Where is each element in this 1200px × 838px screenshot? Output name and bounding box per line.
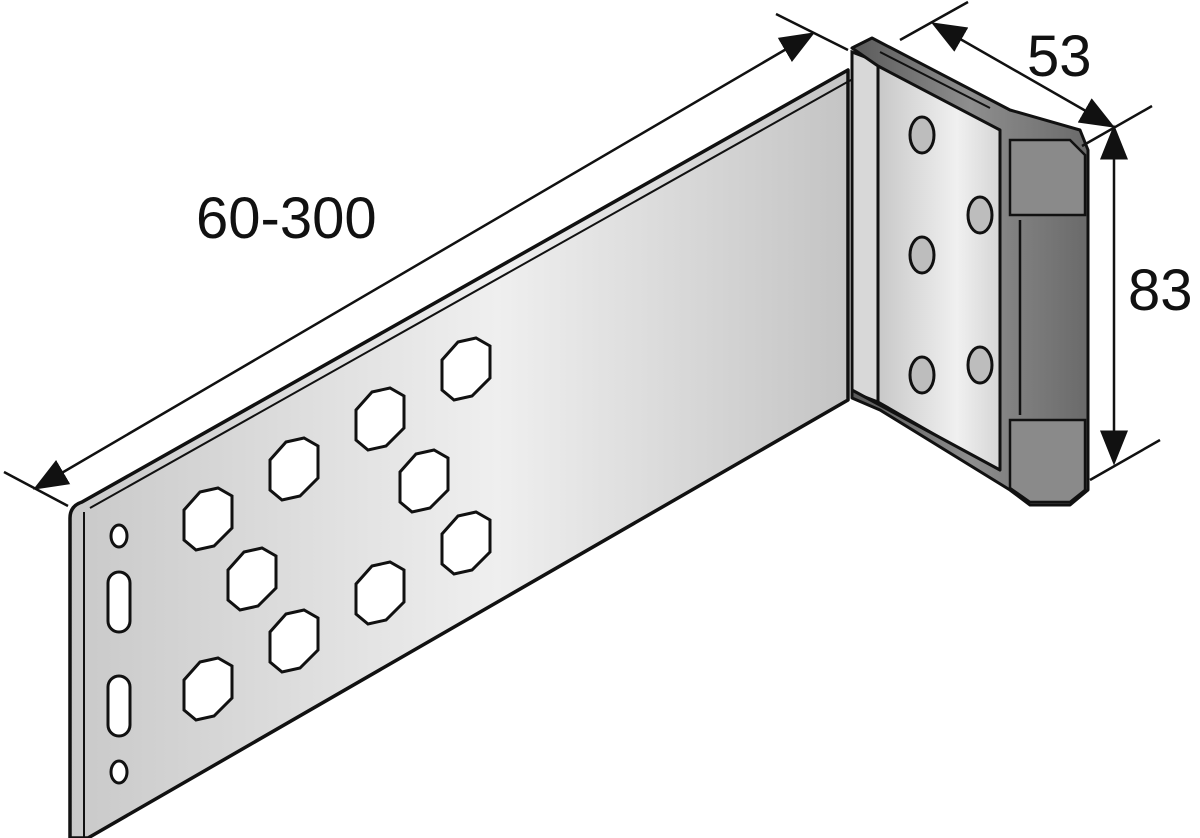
long-leg-plate [68, 68, 859, 838]
dimension-height [1089, 124, 1161, 482]
dimension-width-label: 53 [1027, 24, 1092, 89]
dimension-length [3, 12, 849, 508]
dimension-height-label: 83 [1128, 258, 1193, 323]
dimension-length-label: 60-300 [196, 186, 377, 251]
short-leg-plate [850, 49, 1012, 481]
long-leg-slots [106, 523, 132, 785]
